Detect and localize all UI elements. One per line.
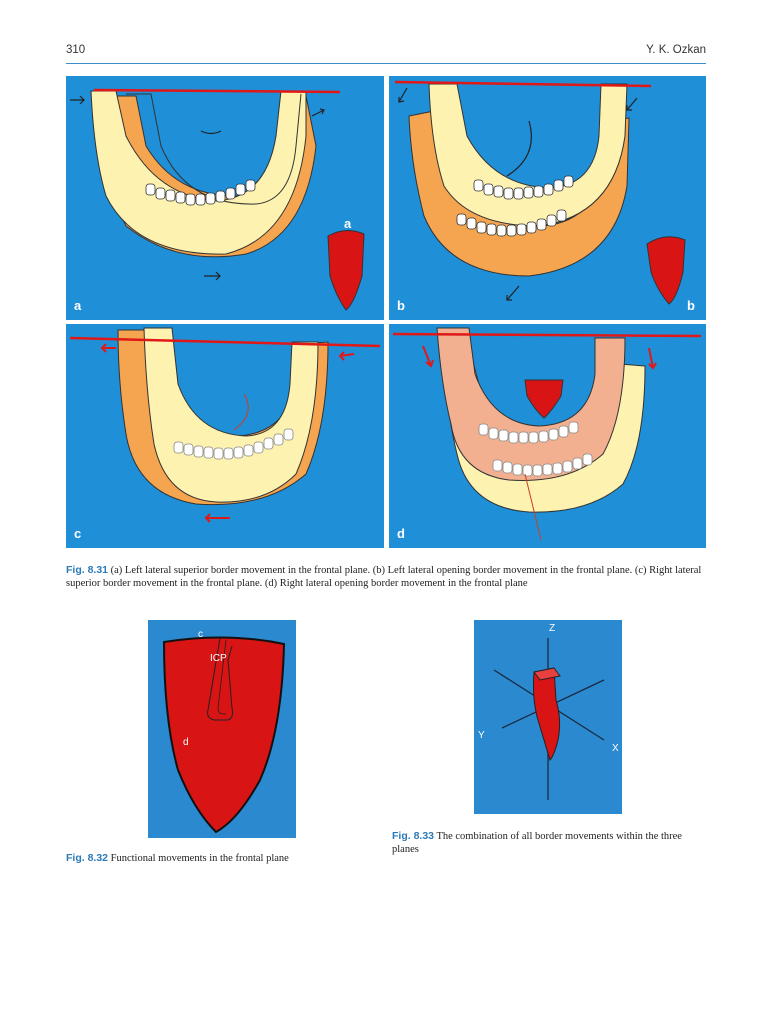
- axis-label-x: X: [612, 743, 619, 754]
- panel-label-d: d: [397, 526, 405, 541]
- label-d: d: [183, 737, 189, 748]
- panel-label-c: c: [74, 526, 81, 541]
- inset-label-b: b: [687, 298, 695, 313]
- caption-text: The combination of all border movements …: [392, 831, 682, 855]
- figure-8-31-panel-b: b b: [389, 76, 706, 320]
- axis-label-z: Z: [549, 623, 555, 634]
- figure-8-31-panel-a: a a: [66, 76, 384, 320]
- figure-label: Fig. 8.33: [392, 830, 434, 842]
- figure-8-32-caption: Fig. 8.32 Functional movements in the fr…: [66, 852, 366, 865]
- figure-label: Fig. 8.32: [66, 852, 108, 864]
- three-plane-envelope-illustration: [474, 620, 622, 814]
- figure-8-31-panel-c: c: [66, 324, 384, 548]
- mandible-illustration: [66, 324, 384, 548]
- caption-text: Functional movements in the frontal plan…: [108, 853, 289, 864]
- panel-label-b: b: [397, 298, 405, 313]
- figure-label: Fig. 8.31: [66, 564, 108, 576]
- label-icp: ICP: [210, 653, 227, 664]
- running-author: Y. K. Ozkan: [646, 44, 706, 56]
- mandible-illustration: [389, 324, 706, 548]
- page-number: 310: [66, 44, 85, 56]
- panel-label-a: a: [74, 298, 81, 313]
- figure-8-33-caption: Fig. 8.33 The combination of all border …: [392, 830, 706, 856]
- caption-text: (a) Left lateral superior border movemen…: [66, 565, 701, 589]
- inset-label-a: a: [344, 216, 351, 231]
- mandible-illustration: [66, 76, 384, 320]
- figure-8-32-image: c ICP d: [148, 620, 296, 838]
- axis-label-y: Y: [478, 730, 485, 741]
- label-c: c: [198, 629, 203, 640]
- header-rule: [66, 63, 706, 64]
- figure-8-31-panel-d: d: [389, 324, 706, 548]
- figure-8-31-caption: Fig. 8.31 (a) Left lateral superior bord…: [66, 564, 706, 590]
- mandible-illustration: [389, 76, 706, 320]
- figure-8-33-image: Z Y X: [474, 620, 622, 814]
